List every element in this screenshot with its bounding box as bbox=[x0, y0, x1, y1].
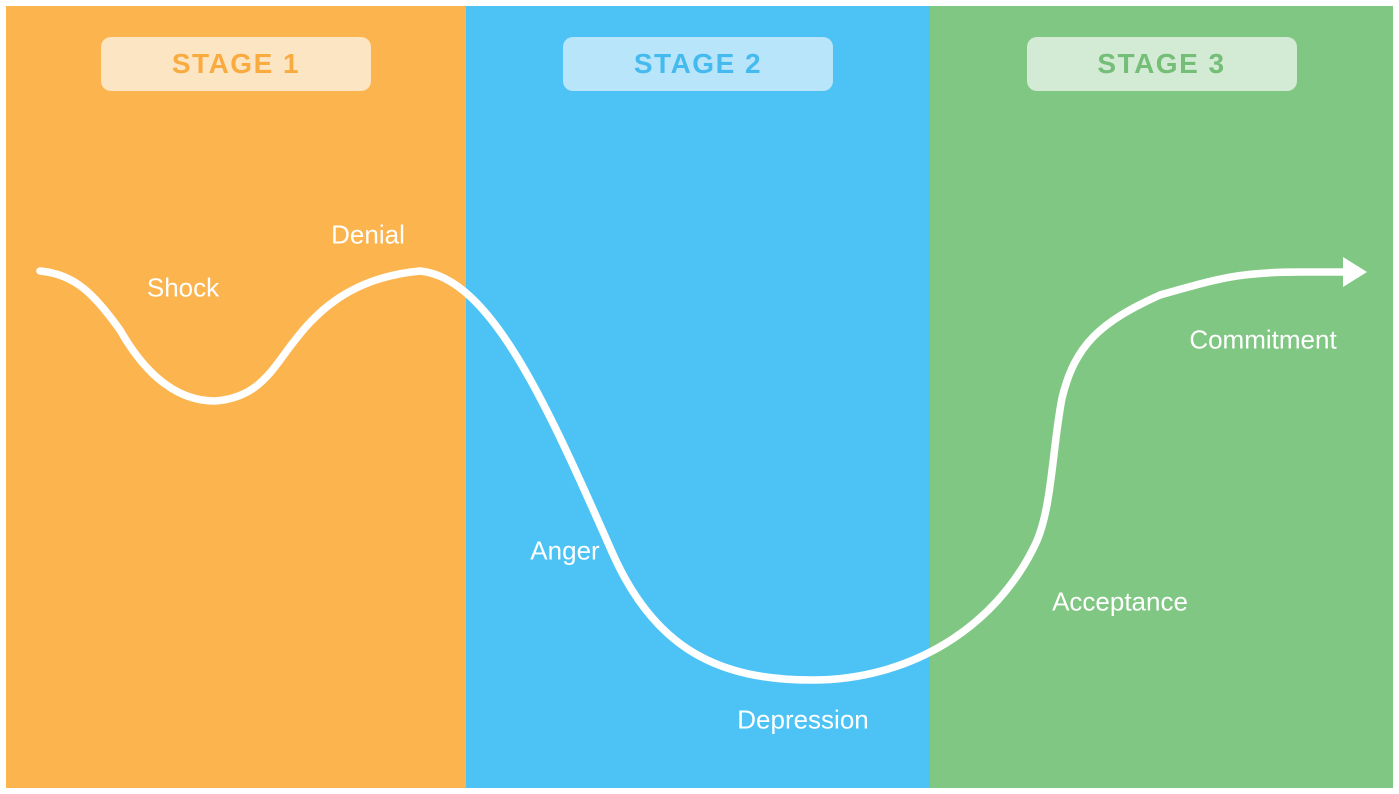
stage-3-panel: STAGE 3 bbox=[930, 6, 1393, 788]
phase-label-commitment: Commitment bbox=[1189, 324, 1337, 355]
stage-1-badge-label: STAGE 1 bbox=[171, 48, 301, 79]
stage-3-badge: STAGE 3 bbox=[1026, 37, 1297, 91]
stage-2-panel: STAGE 2 bbox=[466, 6, 930, 788]
stage-1-panel: STAGE 1 bbox=[6, 6, 466, 788]
phase-label-acceptance: Acceptance bbox=[1052, 586, 1188, 617]
phase-label-shock: Shock bbox=[146, 272, 220, 303]
phase-label-anger: Anger bbox=[530, 535, 600, 566]
stage-2-badge: STAGE 2 bbox=[563, 37, 833, 91]
stage-3-badge-label: STAGE 3 bbox=[1097, 48, 1226, 79]
phase-label-denial: Denial bbox=[331, 219, 405, 250]
phase-label-depression: Depression bbox=[737, 704, 869, 735]
stage-2-badge-label: STAGE 2 bbox=[633, 48, 763, 79]
stage-1-badge: STAGE 1 bbox=[101, 37, 371, 91]
